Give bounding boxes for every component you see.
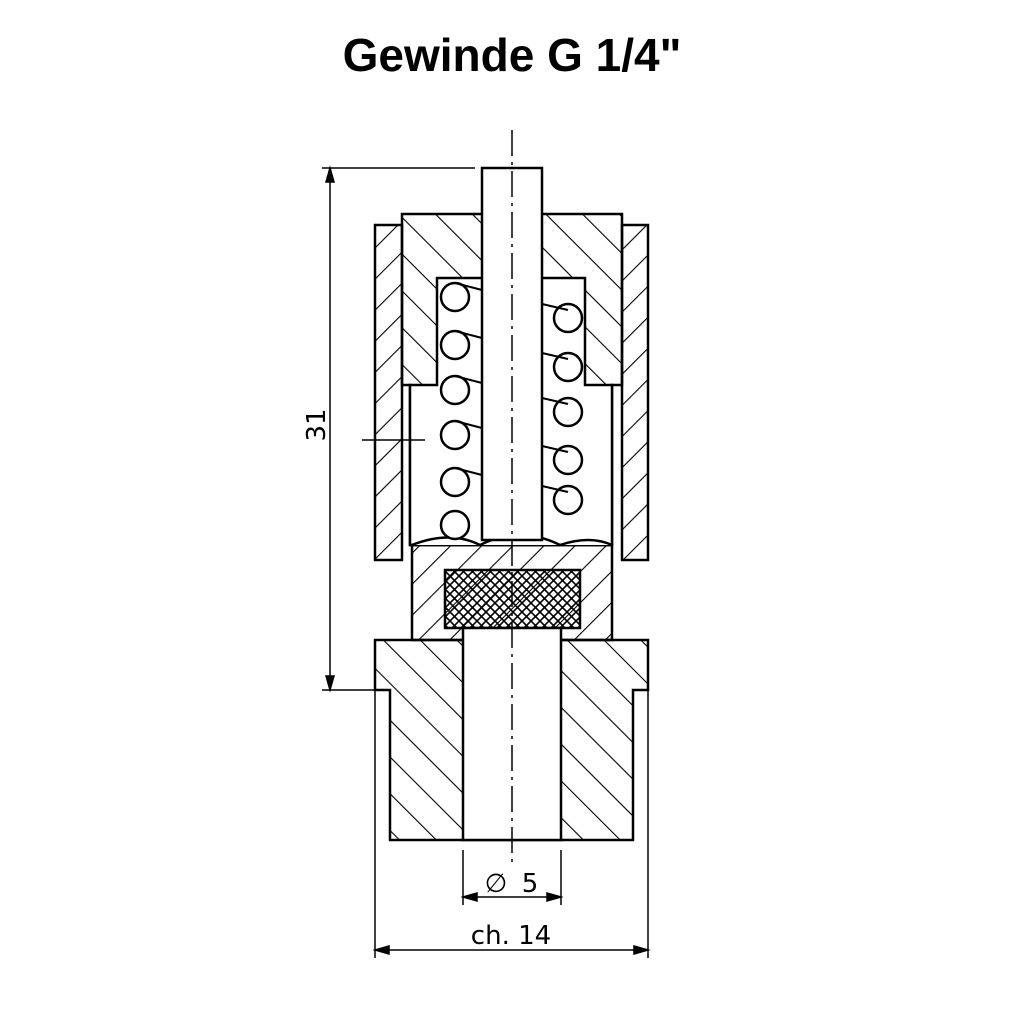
- sleeve-left: [373, 223, 404, 562]
- dimension-bore: [460, 850, 564, 905]
- bore-symbol: ∅: [485, 869, 508, 899]
- dimension-width: [372, 690, 651, 958]
- spring-left: [439, 281, 471, 541]
- spring-right: [552, 302, 584, 516]
- height-label: 31: [302, 408, 332, 441]
- sleeve-right: [620, 223, 650, 562]
- bore-label: 5: [522, 869, 539, 899]
- width-label: ch. 14: [471, 921, 551, 951]
- dimension-height: [322, 165, 475, 693]
- drawing-title: Gewinde G 1/4": [342, 29, 682, 81]
